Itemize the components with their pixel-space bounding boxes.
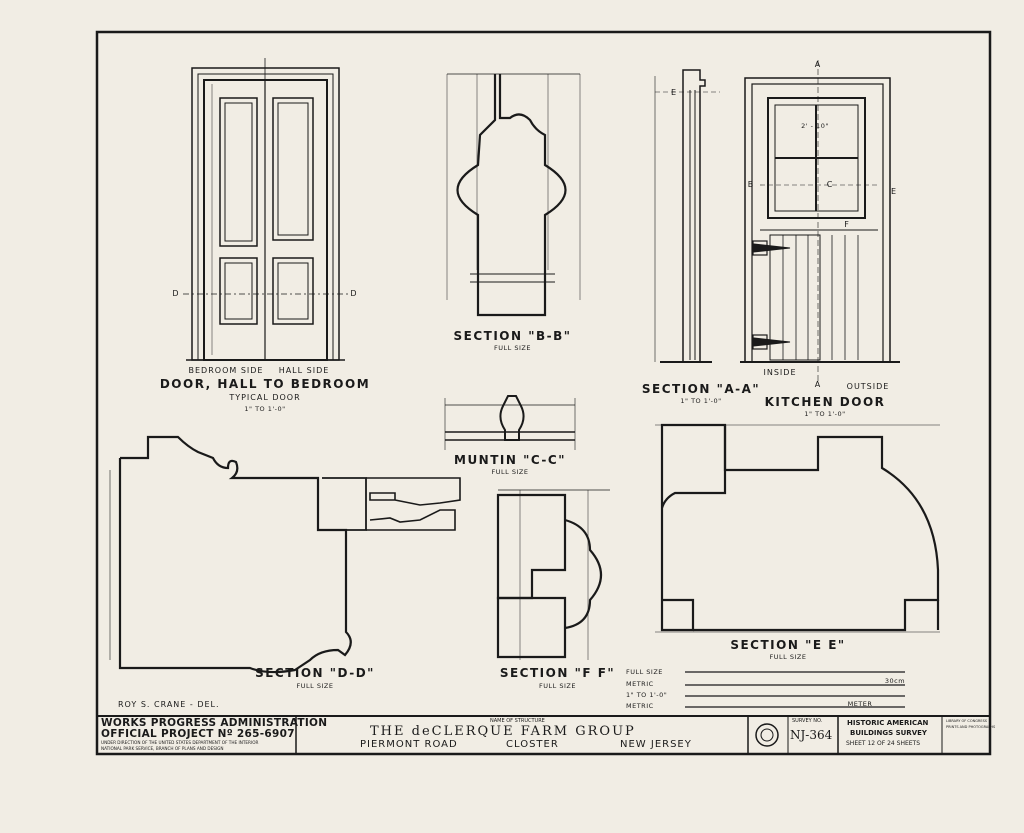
library-note-2: PRINTS AND PHOTOGRAPHS: [946, 725, 996, 729]
cut-mark-right: D: [350, 289, 358, 298]
survey-title-2: BUILDINGS SURVEY: [850, 729, 927, 737]
section-dd-title: SECTION "D-D": [255, 666, 375, 680]
location-state: NEW JERSEY: [620, 739, 692, 750]
section-aa-mark-e: E: [670, 88, 678, 97]
structure-name: THE deCLERQUE FARM GROUP: [370, 724, 636, 739]
kitchen-mark-c: C: [826, 180, 834, 189]
cut-mark-left: D: [172, 289, 180, 298]
name-caption: NAME OF STRUCTURE: [490, 718, 545, 724]
door-side-left: BEDROOM SIDE: [188, 366, 264, 375]
kitchen-door-hinges: [752, 240, 791, 350]
muntin-cc-profile: [444, 395, 576, 450]
delineator: ROY S. CRANE - DEL.: [118, 700, 220, 709]
section-bb-scale: FULL SIZE: [494, 344, 531, 352]
kitchen-mark-a-bottom: A: [814, 380, 822, 389]
location-road: PIERMONT ROAD: [360, 739, 458, 750]
kitchen-outside: OUTSIDE: [846, 382, 890, 391]
kitchen-mark-b: B: [747, 180, 755, 189]
sheet-number: SHEET 12 OF 24 SHEETS: [846, 740, 921, 747]
agency-line-4: NATIONAL PARK SERVICE, BRANCH OF PLANS A…: [101, 746, 224, 751]
kitchen-mark-a-top: A: [814, 60, 822, 69]
scale-bar-label-4: METRIC: [626, 702, 654, 710]
muntin-cc-title: MUNTIN "C-C": [454, 453, 566, 467]
section-aa-title: SECTION "A-A": [641, 382, 761, 396]
section-ff-scale: FULL SIZE: [539, 682, 576, 690]
section-dd-profile: [109, 435, 461, 674]
section-ee-scale: FULL SIZE: [769, 653, 807, 661]
kitchen-door-scale: 1" TO 1'-0": [804, 410, 846, 418]
sheet-border: [95, 30, 992, 756]
survey-title-1: HISTORIC AMERICAN: [847, 719, 929, 727]
survey-caption: SURVEY NO.: [792, 718, 823, 724]
section-bb-title: SECTION "B-B": [453, 329, 572, 343]
scale-bar-label-1: FULL SIZE: [626, 668, 663, 676]
section-ee-profile: [655, 423, 940, 633]
kitchen-door-elevation: [740, 60, 900, 382]
door-hall-subtitle: TYPICAL DOOR: [229, 393, 301, 402]
library-note-1: LIBRARY OF CONGRESS: [946, 719, 988, 723]
kitchen-mark-f: F: [844, 220, 850, 229]
door-hall-title: DOOR, HALL TO BEDROOM: [159, 377, 371, 391]
section-ee-title: SECTION "E E": [730, 638, 846, 652]
door-hall-elevation: [183, 58, 350, 361]
scale-bars: [685, 671, 905, 708]
section-dd-scale: FULL SIZE: [296, 682, 334, 690]
kitchen-inside: INSIDE: [763, 368, 797, 377]
section-bb-profile: [446, 73, 581, 317]
kitchen-window-width: 2' - 10": [801, 122, 829, 130]
scale-bar-end-label: 30cm: [884, 677, 906, 685]
kitchen-mark-e: E: [890, 187, 898, 196]
agency-line-2: OFFICIAL PROJECT Nº 265-6907: [101, 728, 295, 740]
agency-line-3: UNDER DIRECTION OF THE UNITED STATES DEP…: [101, 740, 259, 745]
location-town: CLOSTER: [506, 739, 559, 750]
seal-icon: [755, 723, 779, 747]
agency-line-1: WORKS PROGRESS ADMINISTRATION: [101, 717, 328, 729]
scale-bar-metric-label: METER: [847, 700, 873, 708]
kitchen-door-title: KITCHEN DOOR: [764, 395, 886, 409]
scale-bar-label-3: 1" TO 1'-0": [626, 691, 668, 699]
section-ff-profile: [496, 489, 610, 660]
muntin-cc-scale: FULL SIZE: [491, 468, 529, 476]
scale-bar-label-2: METRIC: [626, 680, 654, 688]
door-side-right: HALL SIDE: [278, 366, 330, 375]
section-ff-title: SECTION "F F": [499, 666, 616, 680]
door-hall-scale: 1" TO 1'-0": [244, 405, 286, 413]
survey-number: NJ-364: [790, 728, 833, 742]
section-aa-profile: [654, 69, 720, 363]
section-aa-scale: 1" TO 1'-0": [680, 397, 722, 405]
